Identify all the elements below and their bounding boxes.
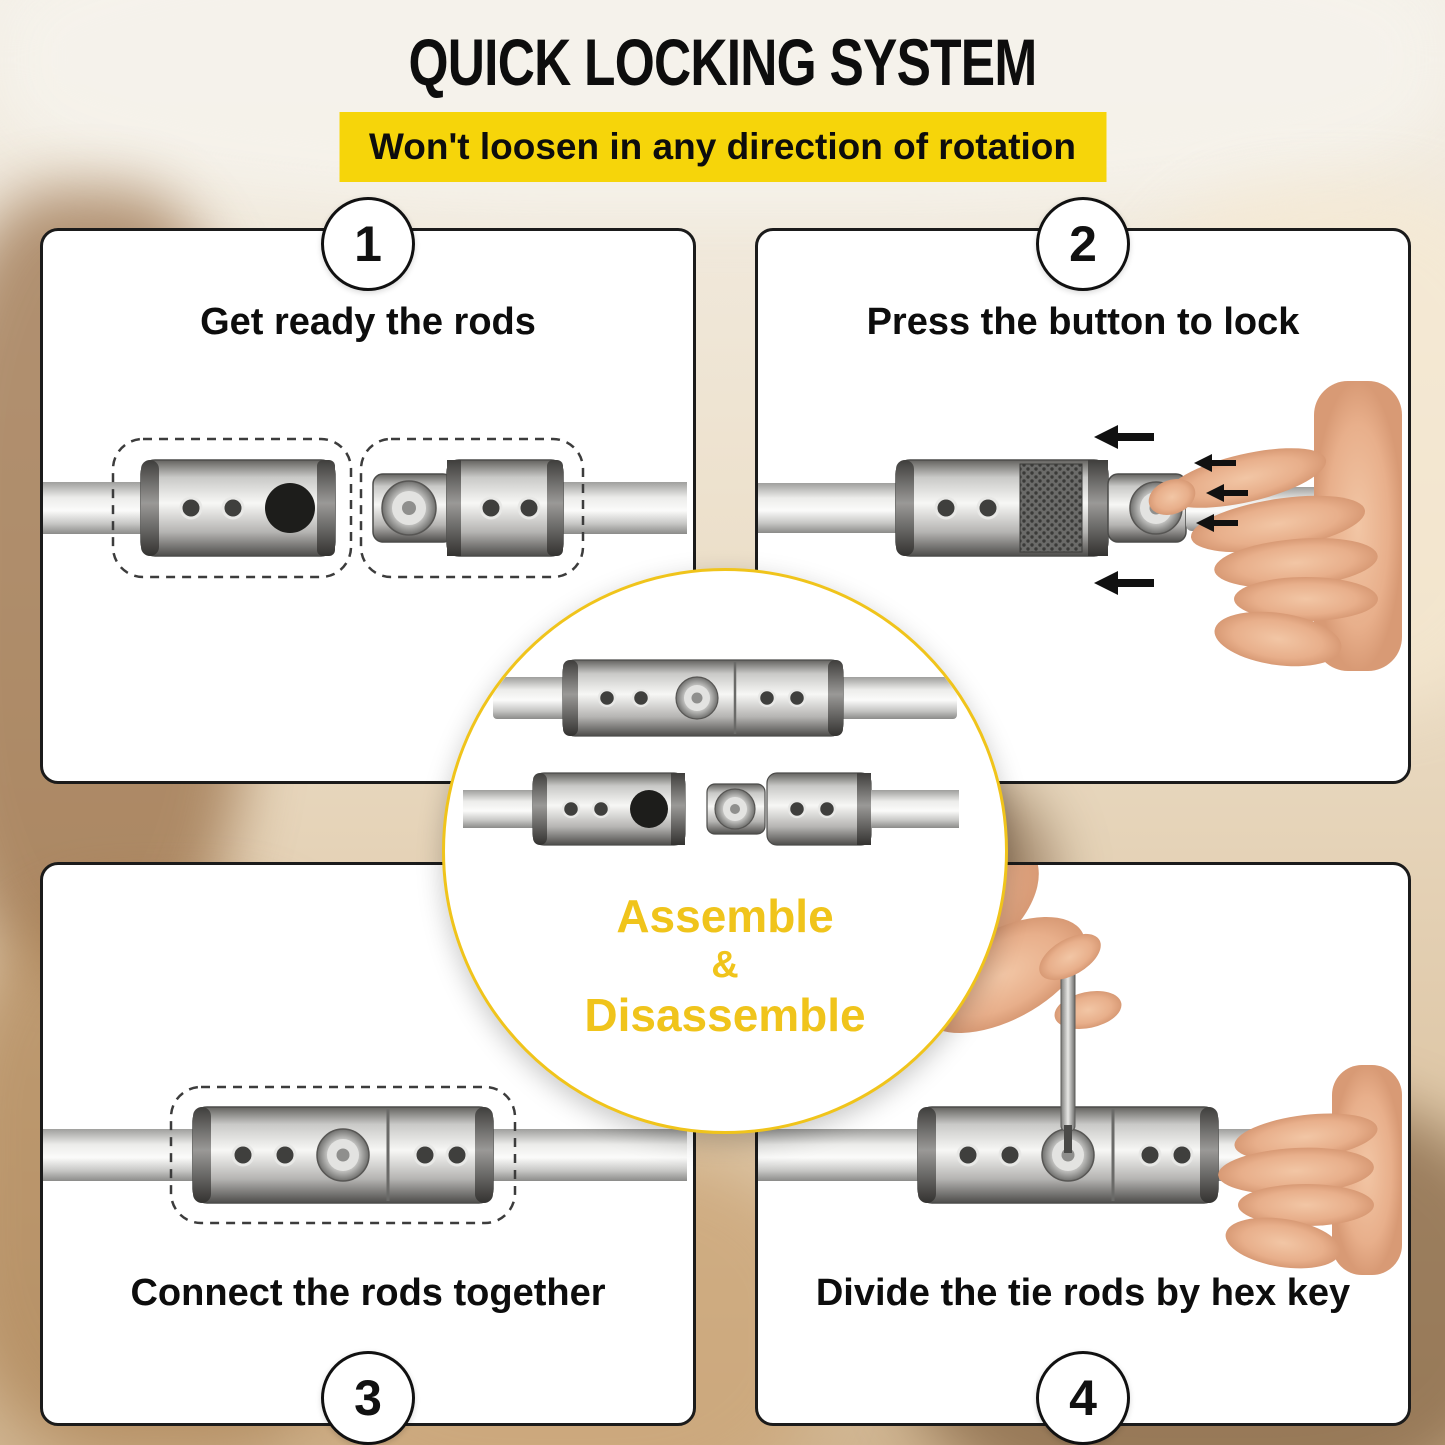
step-2-illustration	[758, 381, 1402, 671]
page-title: QUICK LOCKING SYSTEM	[408, 25, 1038, 99]
fingertip	[1039, 933, 1101, 981]
step-3-caption: Connect the rods together	[130, 1272, 606, 1314]
step-number: 3	[354, 1370, 382, 1426]
connector-male	[706, 772, 872, 846]
step-3-illustration	[43, 1085, 687, 1225]
connector-female	[532, 772, 686, 846]
step-number: 4	[1069, 1370, 1097, 1426]
assemble-disassemble-label: Assemble & Disassemble	[445, 889, 1005, 1042]
step-number: 2	[1069, 216, 1097, 272]
step-panel-2: 2 Press the button to lock	[755, 197, 1411, 784]
connector-female	[140, 459, 336, 557]
step-4-badge: 4	[1036, 1351, 1130, 1445]
assemble-disassemble-circle: Assemble & Disassemble	[442, 568, 1008, 1134]
center-illustration	[463, 659, 959, 846]
step-2-caption: Press the button to lock	[866, 301, 1300, 343]
hand-illustration-right	[1218, 1065, 1402, 1275]
disassemble-text: Disassemble	[584, 989, 866, 1042]
hand-illustration	[1148, 381, 1402, 671]
assemble-text: Assemble	[616, 890, 834, 942]
step-2-badge: 2	[1036, 197, 1130, 291]
connector-male	[372, 459, 564, 557]
dashed-outline	[359, 437, 585, 579]
dashed-outline	[111, 437, 353, 579]
subtitle-banner: Won't loosen in any direction of rotatio…	[339, 112, 1106, 182]
hex-key-icon	[1060, 960, 1076, 1153]
connector-assembly	[895, 459, 1187, 557]
step-1-illustration	[43, 437, 687, 579]
step-4-caption: Divide the tie rods by hex key	[815, 1272, 1351, 1314]
step-number: 1	[354, 216, 382, 272]
connector-joined	[562, 659, 844, 737]
connector-joined	[192, 1106, 494, 1204]
arrow-icons	[1094, 425, 1248, 595]
step-1-badge: 1	[321, 197, 415, 291]
step-3-badge: 3	[321, 1351, 415, 1445]
dashed-outline	[169, 1085, 517, 1225]
ampersand-text: &	[711, 944, 739, 987]
step-1-caption: Get ready the rods	[200, 301, 536, 343]
